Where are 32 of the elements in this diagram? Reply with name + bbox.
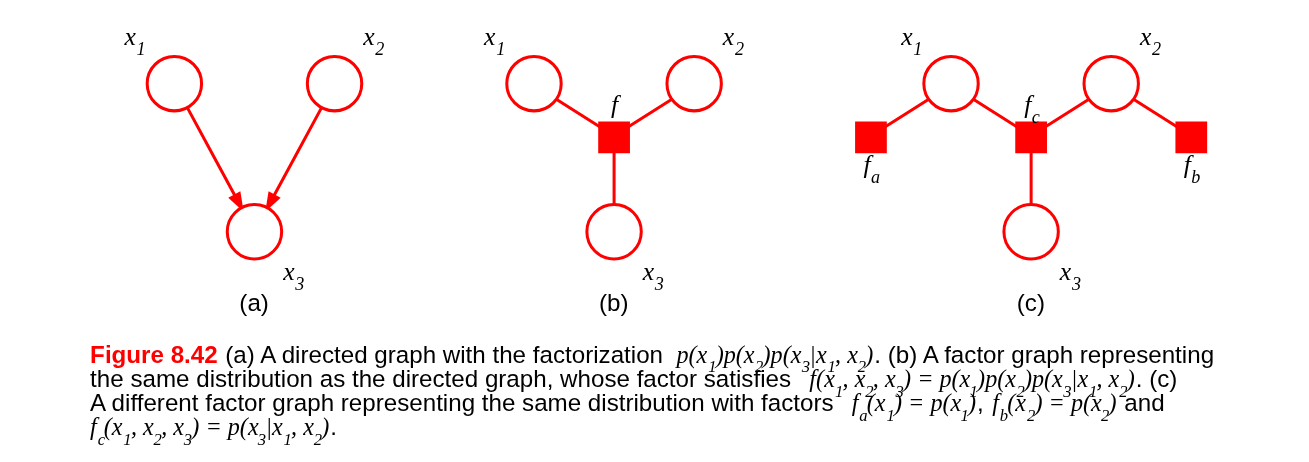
node-circle [225,203,284,261]
node-circle [1082,54,1140,113]
label: (c) [1016,288,1045,316]
node-label: x$_{2}$ [722,22,745,60]
node-label: x$_{3}$ [1059,256,1081,294]
node-label: x$_{3}$ [642,256,664,294]
label: (b) [598,288,629,316]
node-circle [305,54,364,113]
node-label: x$_{1}$ [124,22,146,60]
node-circle [505,54,563,113]
label: (a) [239,288,269,316]
node-circle [145,54,204,113]
node-circle [922,54,980,113]
connector [612,152,616,205]
connector [1029,152,1033,205]
node-label: x$_{1}$ [484,22,506,60]
node-label: f [611,89,619,119]
node-label: x$_{1}$ [901,22,923,60]
node-label: x$_{2}$ [363,22,385,60]
node-box [1175,121,1208,154]
node-label: x$_{2}$ [1139,22,1162,60]
node-label: f$_{b}$ [1183,149,1201,187]
node-label: f$_{c}$ [1024,89,1040,127]
node-label: x$_{3}$ [283,256,305,294]
node-circle [585,203,643,261]
node-box [1015,121,1047,154]
node-circle [1002,203,1060,261]
caption: Figure 8.42 (a) A directed graph with the factorization p(x$_{1}$)p(x$_{2}$)p(x$_{3}$|x$_{1}$, x$_{2}$). (b) A factor graph representing the same distribution as the directed graph, whose factor satisfies f(x$_{1}$, x$_{2}$, x$_{3}$) = p(x$_{1}$)p(x$_{2}$)p(x$_{3}$|x$_{1}$, x$_{2}$). (c) A different factor graph representing the same distribution with factors f$_{a}$(x$_{1}$) = p(x$_{1}$), f$_{b}$(x$_{2}$) = p(x$_{2}$) and f$_{c}$(x$_{1}$, x$_{2}$, x$_{3}$) = p(x$_{3}$|x$_{1}$, x$_{2}$). [90,340,1215,449]
node-label: f$_{a}$ [863,149,881,187]
node-box [598,121,630,154]
node-box [855,121,887,154]
node-circle [665,54,723,113]
